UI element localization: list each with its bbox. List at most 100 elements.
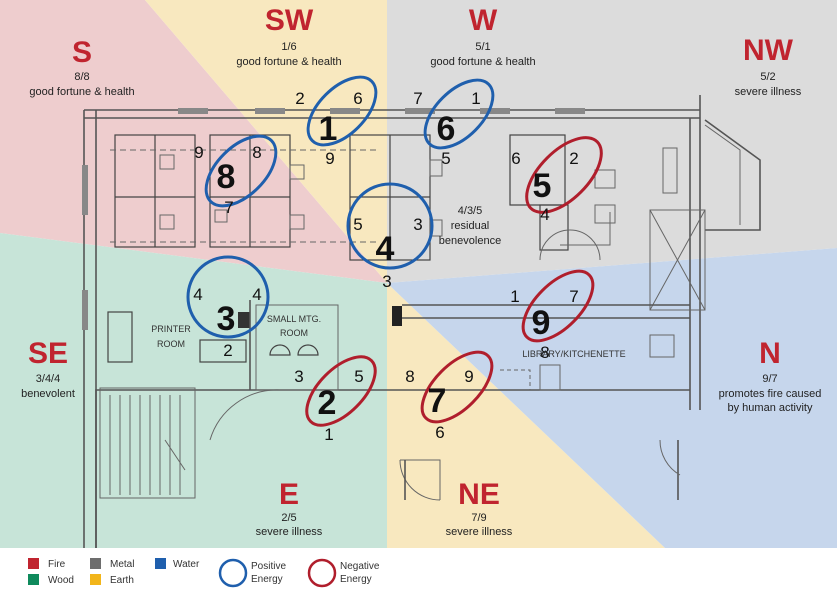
ring-positive-w bbox=[423, 78, 495, 150]
ring-negative-n bbox=[521, 269, 595, 343]
printer-room-label-2: ROOM bbox=[157, 339, 185, 349]
energy-rings bbox=[186, 75, 603, 427]
dir-s-desc: good fortune & health bbox=[29, 86, 134, 98]
room-labels: PRINTER ROOM SMALL MTG. ROOM LIBRARY/KIT… bbox=[151, 314, 625, 359]
library-label: LIBRARY/KITCHENETTE bbox=[522, 349, 625, 359]
dir-se-desc: benevolent bbox=[21, 388, 75, 400]
legend-negative-label-1: Negative bbox=[340, 561, 380, 572]
legend-water-label: Water bbox=[173, 559, 200, 570]
dir-ne-desc: severe illness bbox=[446, 526, 513, 538]
dir-se-stars: 3/4/4 bbox=[36, 373, 60, 385]
star-nw-left: 6 bbox=[511, 149, 520, 168]
legend: Fire Wood Metal Earth Water Positive Ene… bbox=[0, 548, 837, 600]
zone-n-water bbox=[387, 248, 837, 548]
legend-water-swatch bbox=[155, 558, 166, 569]
dir-w-stars: 5/1 bbox=[475, 41, 490, 53]
direction-labels: S 8/8 good fortune & health SW 1/6 good … bbox=[21, 4, 821, 538]
star-se-bottom: 2 bbox=[223, 341, 232, 360]
column bbox=[392, 306, 402, 326]
star-ne-big: 7 bbox=[428, 382, 447, 420]
dir-w-title: W bbox=[469, 4, 498, 37]
legend-metal-label: Metal bbox=[110, 559, 134, 570]
desk-cluster-nw bbox=[509, 134, 566, 206]
star-e-big: 2 bbox=[318, 384, 337, 422]
dir-s-stars: 8/8 bbox=[74, 71, 89, 83]
small-meeting-room bbox=[255, 304, 339, 391]
staircase bbox=[99, 387, 196, 499]
star-w-left: 7 bbox=[413, 89, 422, 108]
star-nw-big: 5 bbox=[533, 167, 552, 205]
star-n-right: 7 bbox=[569, 287, 578, 306]
dir-e-stars: 2/5 bbox=[281, 512, 296, 524]
legend-earth-label: Earth bbox=[110, 575, 134, 586]
legend-metal-swatch bbox=[90, 558, 101, 569]
star-sw-right: 6 bbox=[353, 89, 362, 108]
dir-ne-title: NE bbox=[458, 478, 500, 511]
center-stars: 4/3/5 bbox=[458, 205, 482, 217]
legend-positive-ring bbox=[218, 558, 248, 588]
dir-ne-stars: 7/9 bbox=[471, 512, 486, 524]
star-sw-left: 2 bbox=[295, 89, 304, 108]
zone-backgrounds bbox=[0, 0, 837, 548]
center-desc-1: residual bbox=[451, 220, 490, 232]
small-mtg-label-1: SMALL MTG. bbox=[267, 314, 321, 324]
star-w-right: 1 bbox=[471, 89, 480, 108]
star-se-big: 3 bbox=[217, 300, 236, 338]
star-center-big: 4 bbox=[376, 230, 395, 268]
ring-positive-s bbox=[204, 134, 278, 208]
dir-se-title: SE bbox=[28, 337, 68, 370]
star-ne-right: 9 bbox=[464, 367, 473, 386]
printer-cabinet bbox=[107, 311, 133, 363]
dir-n-desc-2: by human activity bbox=[728, 402, 813, 414]
star-s-bottom: 7 bbox=[224, 198, 233, 217]
legend-earth-swatch bbox=[90, 574, 101, 585]
wall-nw-angle bbox=[704, 119, 761, 231]
dir-sw-stars: 1/6 bbox=[281, 41, 296, 53]
legend-fire-label: Fire bbox=[48, 559, 66, 570]
star-se-right: 4 bbox=[252, 285, 261, 304]
elevator-cross bbox=[649, 209, 706, 311]
star-nw-right: 2 bbox=[569, 149, 578, 168]
zone-w-metal bbox=[387, 0, 837, 283]
dir-nw-desc: severe illness bbox=[735, 86, 802, 98]
star-center-left: 5 bbox=[353, 215, 362, 234]
dir-n-desc-1: promotes fire caused bbox=[719, 388, 822, 400]
small-mtg-label-2: ROOM bbox=[280, 328, 308, 338]
library-counter bbox=[402, 304, 690, 319]
window-2 bbox=[255, 108, 285, 114]
star-sw-bottom: 9 bbox=[325, 149, 334, 168]
star-s-big: 8 bbox=[217, 158, 236, 196]
window-left-2 bbox=[82, 290, 88, 330]
dir-nw-title: NW bbox=[743, 34, 794, 67]
star-n-big: 9 bbox=[532, 304, 551, 342]
zone-sw-earth bbox=[145, 0, 387, 283]
star-w-bottom: 5 bbox=[441, 149, 450, 168]
dir-sw-title: SW bbox=[265, 4, 314, 37]
window-4 bbox=[405, 108, 435, 114]
star-nw-bottom: 4 bbox=[540, 205, 549, 224]
ring-negative-e bbox=[305, 355, 377, 427]
ring-negative-ne bbox=[420, 350, 494, 424]
dir-n-title: N bbox=[759, 337, 781, 370]
elevator-shaft bbox=[649, 209, 706, 311]
star-w-big: 6 bbox=[437, 110, 456, 148]
wall-nw-inner bbox=[704, 124, 741, 225]
legend-negative-label-2: Energy bbox=[340, 574, 372, 585]
star-ne-bottom: 6 bbox=[435, 423, 444, 442]
legend-positive-label-1: Positive bbox=[251, 561, 286, 572]
star-center-right: 3 bbox=[413, 215, 422, 234]
printer-room-label-1: PRINTER bbox=[151, 324, 191, 334]
star-e-left: 3 bbox=[294, 367, 303, 386]
door-arc-2 bbox=[399, 459, 441, 501]
star-center-bottom: 3 bbox=[382, 272, 391, 291]
star-ne-left: 8 bbox=[405, 367, 414, 386]
star-se-left: 4 bbox=[193, 285, 202, 304]
star-e-bottom: 1 bbox=[324, 425, 333, 444]
dir-s-title: S bbox=[72, 36, 92, 69]
window-1 bbox=[178, 108, 208, 114]
star-sw-big: 1 bbox=[319, 110, 338, 148]
dir-w-desc: good fortune & health bbox=[430, 56, 535, 68]
window-left-1 bbox=[82, 165, 88, 215]
